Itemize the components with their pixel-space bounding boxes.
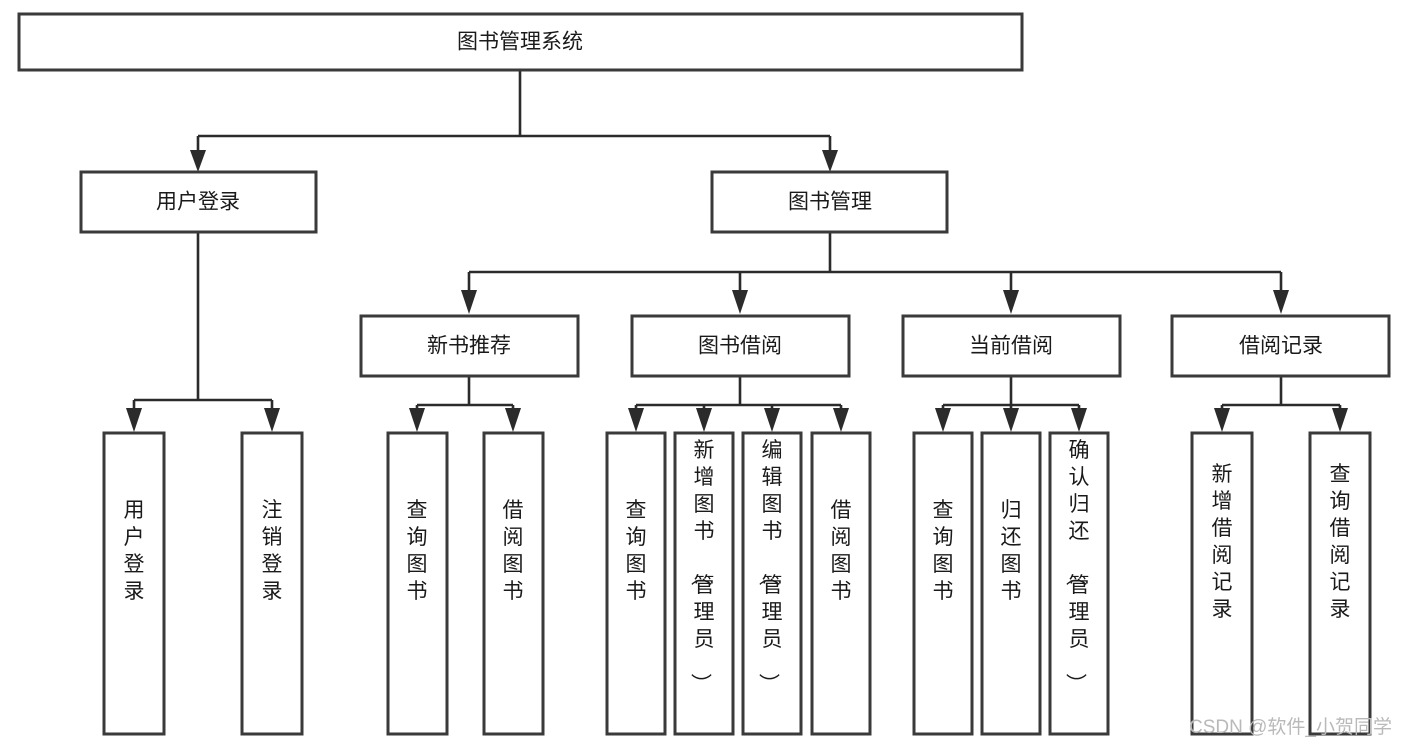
arrow-to-leaf-query-record: [1332, 408, 1348, 432]
leaf-query-book-3-label: 查询图书: [933, 499, 954, 603]
leaf-query-record-label: 查询借阅记录: [1330, 463, 1351, 621]
leaf-query-book-1-box[interactable]: [386, 431, 449, 736]
node-book-borrow[interactable]: 图书借阅: [630, 314, 851, 378]
leaf-borrow-book-1[interactable]: 借阅图书: [482, 431, 545, 736]
leaf-confirm-return-box[interactable]: [1048, 431, 1110, 736]
node-current-borrow[interactable]: 当前借阅: [901, 314, 1122, 378]
arrow-to-leaf-user-login: [126, 408, 142, 432]
arrow-to-leaf-add-book: [696, 408, 712, 432]
arrow-to-leaf-confirm-return: [1071, 408, 1087, 432]
leaf-confirm-return[interactable]: 确认归还（管理员）: [1048, 431, 1110, 736]
leaf-add-record[interactable]: 新增借阅记录: [1190, 431, 1254, 736]
edge-book-manage-to-bus: [467, 232, 1283, 290]
node-root[interactable]: 图书管理系统: [17, 12, 1024, 72]
arrow-to-leaf-query-book-2: [628, 408, 644, 432]
leaf-user-login[interactable]: 用户登录: [102, 431, 166, 736]
leaf-edit-book[interactable]: 编辑图书（管理员）: [741, 431, 803, 736]
leaf-query-book-2[interactable]: 查询图书: [605, 431, 667, 736]
node-root-label: 图书管理系统: [457, 31, 583, 54]
leaf-return-book[interactable]: 归还图书: [980, 431, 1042, 736]
leaf-add-book-box[interactable]: [673, 431, 735, 736]
arrow-to-current-borrow: [1003, 290, 1019, 314]
node-new-book-rec-box[interactable]: [359, 314, 580, 378]
node-root-box[interactable]: [17, 12, 1024, 72]
arrow-to-leaf-logout: [264, 408, 280, 432]
node-current-borrow-box[interactable]: [901, 314, 1122, 378]
node-book-manage-label: 图书管理: [788, 191, 872, 214]
node-borrow-record-label: 借阅记录: [1239, 335, 1323, 358]
node-book-manage[interactable]: 图书管理: [710, 170, 949, 234]
leaf-borrow-book-2-box[interactable]: [810, 431, 872, 736]
arrow-to-leaf-query-book-3: [935, 408, 951, 432]
edges-layer: [126, 70, 1348, 432]
arrow-to-borrow-record: [1273, 290, 1289, 314]
arrow-to-leaf-borrow-book-1: [505, 408, 521, 432]
leaf-return-book-box[interactable]: [980, 431, 1042, 736]
node-borrow-record[interactable]: 借阅记录: [1170, 314, 1391, 378]
node-book-borrow-box[interactable]: [630, 314, 851, 378]
leaf-logout[interactable]: 注销登录: [240, 431, 304, 736]
node-new-book-rec-label: 新书推荐: [427, 335, 511, 358]
leaf-edit-book-box[interactable]: [741, 431, 803, 736]
leaf-borrow-book-2[interactable]: 借阅图书: [810, 431, 872, 736]
node-book-borrow-label: 图书借阅: [698, 335, 782, 358]
leaf-add-book[interactable]: 新增图书（管理员）: [673, 431, 735, 736]
leaf-query-book-2-label: 查询图书: [626, 499, 647, 603]
node-current-borrow-label: 当前借阅: [969, 335, 1053, 358]
leaf-query-book-2-box[interactable]: [605, 431, 667, 736]
leaf-add-record-box[interactable]: [1190, 431, 1254, 736]
leaf-confirm-return-label: 确认归还（管理员）: [1064, 439, 1090, 694]
arrow-to-book-borrow: [732, 290, 748, 314]
leaf-add-record-label: 新增借阅记录: [1212, 463, 1233, 621]
leaf-query-book-3[interactable]: 查询图书: [912, 431, 974, 736]
arrow-to-leaf-add-record: [1214, 408, 1230, 432]
leaf-query-record-box[interactable]: [1308, 431, 1372, 736]
leaf-query-book-1-label: 查询图书: [407, 499, 428, 603]
edge-borrow-record-to-bus: [1220, 376, 1342, 415]
leaf-borrow-book-2-label: 借阅图书: [831, 499, 852, 603]
leaf-borrow-book-1-box[interactable]: [482, 431, 545, 736]
edge-user-login-to-bus: [132, 232, 274, 415]
leaf-borrow-book-1-label: 借阅图书: [503, 499, 524, 603]
leaf-logout-label: 注销登录: [262, 499, 283, 603]
leaf-query-record[interactable]: 查询借阅记录: [1308, 431, 1372, 736]
leaf-edit-book-label: 编辑图书（管理员）: [757, 439, 783, 694]
leaf-return-book-label: 归还图书: [1001, 499, 1022, 603]
arrow-to-leaf-query-book-1: [409, 408, 425, 432]
edge-book-borrow-to-bus: [634, 376, 843, 415]
node-user-login[interactable]: 用户登录: [79, 170, 318, 234]
arrow-to-book-manage: [822, 150, 838, 172]
leaf-user-login-label: 用户登录: [124, 499, 145, 603]
arrow-to-leaf-borrow-book-2: [833, 408, 849, 432]
arrow-to-leaf-return-book: [1003, 408, 1019, 432]
node-borrow-record-box[interactable]: [1170, 314, 1391, 378]
node-book-manage-box[interactable]: [710, 170, 949, 234]
leaf-query-book-1[interactable]: 查询图书: [386, 431, 449, 736]
leaf-add-book-label: 新增图书（管理员）: [689, 439, 715, 694]
edge-root-to-bus: [196, 70, 832, 158]
leaf-logout-box[interactable]: [240, 431, 304, 736]
node-user-login-box[interactable]: [79, 170, 318, 234]
arrow-to-new-book-rec: [461, 290, 477, 314]
csdn-watermark: CSDN @软件_小贺同学: [1189, 716, 1392, 738]
leaf-query-book-3-box[interactable]: [912, 431, 974, 736]
node-user-login-label: 用户登录: [156, 191, 240, 214]
arrow-to-leaf-edit-book: [764, 408, 780, 432]
arrow-to-user-login: [190, 150, 206, 172]
leaf-user-login-box[interactable]: [102, 431, 166, 736]
edge-new-book-rec-to-bus: [415, 376, 515, 415]
node-new-book-rec[interactable]: 新书推荐: [359, 314, 580, 378]
